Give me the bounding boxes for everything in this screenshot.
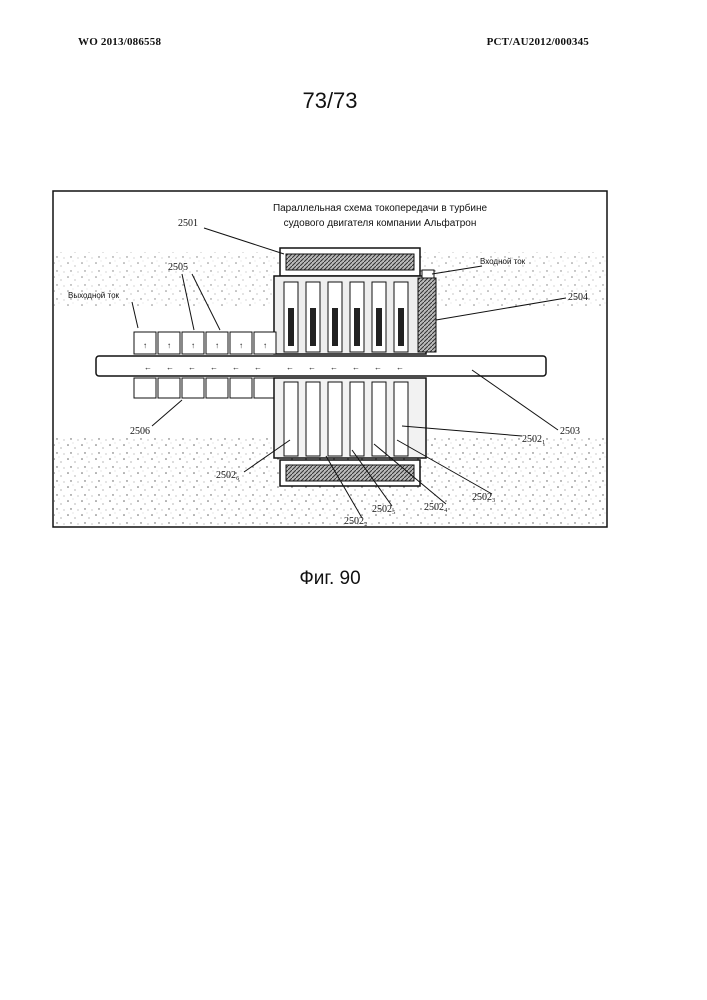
svg-text:←: ←	[286, 363, 294, 372]
svg-text:←: ←	[330, 363, 338, 372]
figure-title-line2: судового двигателя компании Альфатрон	[284, 217, 477, 229]
svg-text:←: ←	[396, 363, 404, 372]
output-current-label: Выходной ток	[68, 291, 120, 300]
svg-text:↑: ↑	[167, 341, 171, 350]
svg-text:←: ←	[188, 363, 196, 372]
svg-text:↑: ↑	[143, 341, 147, 350]
svg-text:←: ←	[166, 363, 174, 372]
ref-2506: 2506	[130, 426, 150, 437]
ref-2502-2: 2502₂	[344, 516, 368, 527]
figure-caption: Фиг. 90	[0, 568, 660, 590]
page-number: 73/73	[0, 88, 660, 114]
svg-text:←: ←	[308, 363, 316, 372]
svg-text:←: ←	[210, 363, 218, 372]
ref-2504: 2504	[568, 292, 588, 303]
application-number: PCT/AU2012/000345	[487, 36, 589, 48]
ref-2503: 2503	[560, 426, 580, 437]
svg-text:←: ←	[254, 363, 262, 372]
shaft	[96, 356, 546, 376]
svg-text:↑: ↑	[239, 341, 243, 350]
svg-text:←: ←	[232, 363, 240, 372]
input-current-label: Входной ток	[480, 257, 526, 266]
svg-text:←: ←	[352, 363, 360, 372]
upper-stator-coil	[286, 254, 414, 270]
ref-2502-1: 2502₁	[522, 434, 546, 445]
svg-text:↑: ↑	[215, 341, 219, 350]
ref-2502-6: 2502₆	[216, 470, 240, 481]
ref-2502-4: 2502₄	[424, 502, 448, 513]
svg-text:↑: ↑	[191, 341, 195, 350]
input-current-block	[418, 278, 436, 352]
figure-90: Параллельная схема токопередачи в турбин…	[52, 190, 608, 528]
publication-number: WO 2013/086558	[78, 36, 161, 48]
ref-2505: 2505	[168, 262, 188, 273]
figure-drawing: Параллельная схема токопередачи в турбин…	[52, 190, 608, 528]
lower-stator-coil	[286, 465, 414, 481]
svg-text:↑: ↑	[263, 341, 267, 350]
svg-text:←: ←	[374, 363, 382, 372]
ref-2501: 2501	[178, 218, 198, 229]
figure-title-line1: Параллельная схема токопередачи в турбин…	[273, 202, 488, 214]
svg-text:←: ←	[144, 363, 152, 372]
